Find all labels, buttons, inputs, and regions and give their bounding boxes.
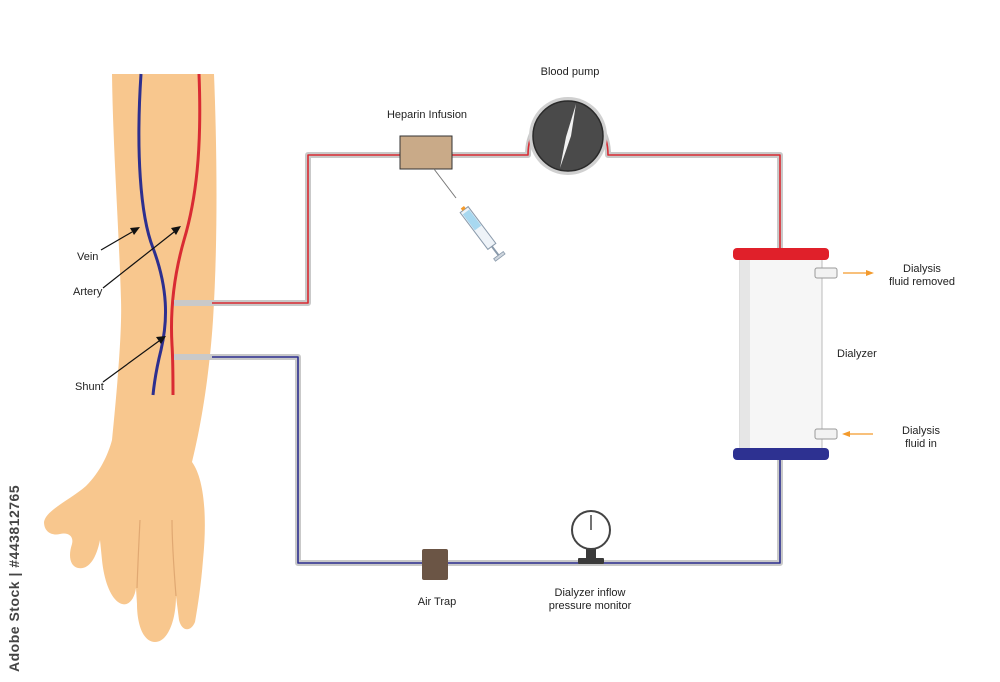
artery-vessel [170,73,202,396]
arterial-line-outer [174,107,783,306]
artery-arrow-head [171,226,181,235]
arm-illustration [44,73,217,642]
dialyzer [733,248,838,460]
vein-label: Vein [77,251,99,263]
dialyzer-label: Dialyzer [837,348,877,360]
pressure-monitor-base [578,558,604,564]
air-trap-label: Air Trap [417,596,457,608]
blood-pump-rotor [560,104,576,168]
pointer-arrows [100,226,181,383]
finger-line-1 [136,519,141,589]
venous-line-outer [174,354,783,566]
air-trap [422,549,448,580]
stock-watermark: Adobe Stock | #443812765 [6,484,22,672]
finger-line-2 [171,519,177,597]
vein-arrow [100,231,133,251]
pressure-monitor-stem [586,548,596,560]
dialyzer-top-cap [733,248,829,260]
blood-pump-label: Blood pump [540,66,600,78]
shunt-arrow [102,340,160,383]
artery-label: Artery [73,286,103,298]
dialyzer-body-shade [740,256,750,452]
arterial-line [212,110,781,304]
dialysis-fluid-removed-label: Dialysis fluid removed [888,263,956,288]
syringe-needle [433,168,457,199]
dialyzer-body [739,255,823,453]
dialysis-fluid-in-label: Dialysis fluid in [902,425,940,450]
shunt-arrow-head [156,336,166,344]
venous-line [212,356,781,564]
dialysis-fluid-inlet-port [814,428,838,440]
pressure-monitor-label: Dialyzer inflow pressure monitor [548,587,632,612]
vein-arrow-head [130,227,140,235]
forearm-and-hand [44,74,217,642]
dialysis-fluid-outlet-port [814,267,838,279]
artery-arrow [102,231,175,289]
pressure-monitor [571,510,611,564]
heparin-infusion [399,135,506,262]
blood-pump [529,97,607,175]
syringe-icon [459,205,506,262]
dialyzer-bottom-cap [733,448,829,460]
vein-vessel [137,73,167,396]
fluid-out-arrow-icon [866,270,874,276]
heparin-box [399,135,453,170]
shunt-label: Shunt [75,381,104,393]
fluid-in-arrow-icon [842,431,850,437]
heparin-infusion-label: Heparin Infusion [386,109,468,121]
dialysis-circuit [174,107,783,566]
fluid-arrows [842,270,874,437]
